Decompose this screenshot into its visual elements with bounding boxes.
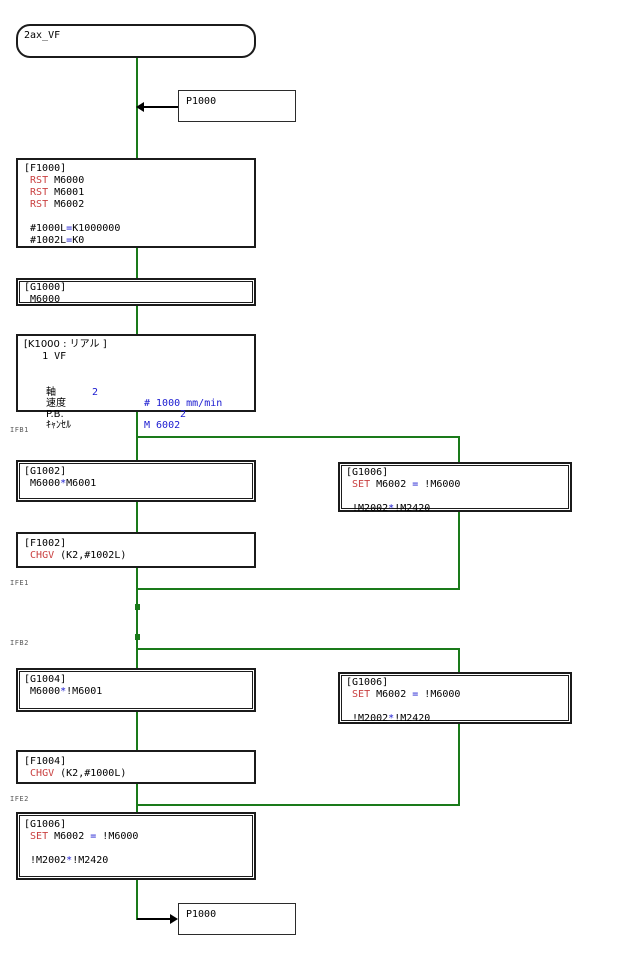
block-g1006-c-header: [G1006] bbox=[24, 819, 67, 830]
flow-junction-node-2 bbox=[135, 634, 140, 640]
flow-line-branch2-top bbox=[136, 648, 460, 650]
block-g1006-b-text: [G1006] SET M6002 = !M6000 !M2002*!M2420 bbox=[346, 677, 461, 724]
block-f1002[interactable]: [F1002] CHGV (K2,#1002L) bbox=[16, 532, 256, 568]
flow-junction-node-1 bbox=[135, 604, 140, 610]
flow-line-trunk-2 bbox=[136, 248, 138, 278]
flow-line-trunk-9 bbox=[136, 880, 138, 920]
k1000-param-1-value: # 1000 mm/min bbox=[144, 398, 223, 409]
block-g1002[interactable]: [G1002] M6000*M6001 bbox=[16, 460, 256, 502]
k1000-param-2-name: P.B. bbox=[46, 409, 64, 420]
block-k1000[interactable]: [K1000 : リアル ] 1 VF 軸 速度 P.B. ｷｬﾝｾﾙ 2 # … bbox=[16, 334, 256, 431]
block-f1000[interactable]: [F1000] RST M6000 RST M6001 RST M6002 #1… bbox=[16, 158, 256, 248]
block-f1004-header: [F1004] bbox=[24, 756, 67, 767]
block-k1000-header: [K1000 : リアル ] bbox=[24, 339, 107, 350]
flow-line-trunk-5 bbox=[136, 502, 138, 532]
pointer-entry-box[interactable]: P1000 bbox=[178, 90, 296, 122]
flow-line-branch1-right-lower bbox=[458, 508, 460, 590]
pointer-exit-label: P1000 bbox=[186, 909, 217, 920]
block-g1006-a-text: [G1006] SET M6002 = !M6000 !M2002*!M2420 bbox=[346, 467, 461, 514]
start-terminator[interactable]: 2ax_VF bbox=[16, 24, 256, 58]
pointer-exit-line bbox=[137, 918, 171, 920]
flow-line-branch2-right bbox=[458, 648, 460, 674]
pointer-entry-arrow-icon bbox=[136, 102, 144, 112]
block-g1006-b-header: [G1006] bbox=[346, 677, 389, 688]
pointer-exit-box[interactable]: P1000 bbox=[178, 903, 296, 935]
k1000-param-3-value: M 6002 bbox=[144, 420, 181, 431]
branch-label-ife1: IFE1 bbox=[10, 579, 29, 587]
flow-line-branch1-merge bbox=[136, 588, 460, 590]
branch-label-ife2: IFE2 bbox=[10, 795, 29, 803]
block-g1006-c[interactable]: [G1006] SET M6002 = !M6000 !M2002*!M2420 bbox=[16, 812, 256, 880]
block-f1002-text: [F1002] CHGV (K2,#1002L) bbox=[24, 538, 127, 561]
block-f1000-header: [F1000] bbox=[24, 163, 67, 174]
k1000-param-0-name: 軸 bbox=[46, 387, 56, 398]
k1000-param-0-value: 2 bbox=[92, 387, 99, 398]
block-g1006-a-header: [G1006] bbox=[346, 467, 389, 478]
pointer-entry-label: P1000 bbox=[186, 96, 217, 107]
block-g1000-text: [G1000] M6000 bbox=[24, 282, 67, 305]
start-label: 2ax_VF bbox=[24, 30, 61, 41]
block-g1006-a[interactable]: [G1006] SET M6002 = !M6000 !M2002*!M2420 bbox=[338, 462, 572, 514]
block-k1000-text: [K1000 : リアル ] 1 VF bbox=[24, 339, 251, 363]
block-f1000-text: [F1000] RST M6000 RST M6001 RST M6002 #1… bbox=[24, 163, 121, 246]
pointer-exit-arrow-icon bbox=[170, 914, 178, 924]
flow-line-branch2-right-lower bbox=[458, 720, 460, 806]
block-f1002-header: [F1002] bbox=[24, 538, 67, 549]
flow-line-trunk-8 bbox=[136, 784, 138, 812]
k1000-param-2-value: 2 bbox=[180, 409, 187, 420]
block-k1000-param-names: 軸 速度 P.B. ｷｬﾝｾﾙ bbox=[46, 387, 251, 431]
block-g1002-header: [G1002] bbox=[24, 466, 67, 477]
block-k1000-sub: 1 VF bbox=[42, 351, 67, 362]
block-g1004[interactable]: [G1004] M6000*!M6001 bbox=[16, 668, 256, 712]
block-g1000[interactable]: [G1000] M6000 bbox=[16, 278, 256, 306]
block-g1006-b[interactable]: [G1006] SET M6002 = !M6000 !M2002*!M2420 bbox=[338, 672, 572, 724]
block-g1006-c-text: [G1006] SET M6002 = !M6000 !M2002*!M2420 bbox=[24, 819, 139, 866]
block-g1000-header: [G1000] bbox=[24, 282, 67, 293]
pointer-entry-line bbox=[144, 106, 178, 108]
block-f1004[interactable]: [F1004] CHGV (K2,#1000L) bbox=[16, 750, 256, 784]
flow-line-branch1-top bbox=[136, 436, 460, 438]
flow-line-trunk-3 bbox=[136, 306, 138, 334]
branch-label-ifb1: IFB1 bbox=[10, 426, 29, 434]
branch-label-ifb2: IFB2 bbox=[10, 639, 29, 647]
block-g1004-text: [G1004] M6000*!M6001 bbox=[24, 674, 103, 697]
flow-line-branch1-right bbox=[458, 436, 460, 462]
k1000-param-1-name: 速度 bbox=[46, 398, 66, 409]
flow-line-trunk-7 bbox=[136, 712, 138, 750]
k1000-param-3-name: ｷｬﾝｾﾙ bbox=[46, 420, 71, 431]
block-g1002-text: [G1002] M6000*M6001 bbox=[24, 466, 97, 489]
block-g1004-header: [G1004] bbox=[24, 674, 67, 685]
flow-line-branch2-merge bbox=[136, 804, 460, 806]
flow-line-trunk-6 bbox=[136, 568, 138, 668]
block-f1004-text: [F1004] CHGV (K2,#1000L) bbox=[24, 756, 127, 779]
